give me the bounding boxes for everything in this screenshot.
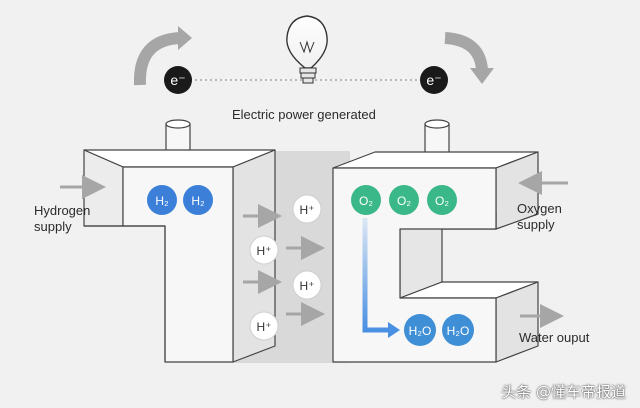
h2o-molecule-1: H₂O (404, 314, 436, 346)
h2-label-1: H₂ (155, 194, 169, 208)
h-ion-label-1: H⁺ (300, 203, 315, 217)
o2-molecule-3: O₂ (427, 185, 457, 215)
h2-label-2: H₂ (191, 194, 205, 208)
h2-molecule-2: H₂ (183, 185, 213, 215)
h-ion-4: H⁺ (249, 311, 279, 341)
h-ion-1: H⁺ (292, 194, 322, 224)
o2-label-1: O₂ (359, 194, 373, 208)
hydrogen-supply-label: Hydrogen supply (34, 203, 91, 234)
h-ion-2: H⁺ (249, 235, 279, 265)
water-output-label: Water ouput (519, 330, 590, 345)
electron-right-label: e⁻ (426, 72, 441, 88)
o2-label-2: O₂ (397, 194, 411, 208)
proton-flow-arrows (243, 204, 325, 326)
electron-left: e⁻ (164, 66, 192, 94)
electron-right: e⁻ (420, 66, 448, 94)
anode-block (83, 149, 276, 363)
h-ion-label-4: H⁺ (257, 320, 272, 334)
h-ion-label-3: H⁺ (300, 279, 315, 293)
h2-molecule-1: H₂ (147, 185, 177, 215)
oxygen-supply-label: Oxygen supply (517, 201, 562, 232)
light-bulb-icon (286, 15, 328, 84)
watermark: 头条 @懂车帝报道 (501, 383, 626, 401)
h2o-label-1: H₂O (409, 324, 432, 338)
h2o-label-2: H₂O (447, 324, 470, 338)
electric-power-label: Electric power generated (232, 107, 376, 122)
o2-molecule-2: O₂ (389, 185, 419, 215)
water-formation-flow (362, 218, 400, 338)
h-ion-label-2: H⁺ (257, 244, 272, 258)
o2-label-3: O₂ (435, 194, 449, 208)
h2o-molecule-2: H₂O (442, 314, 474, 346)
o2-molecule-1: O₂ (351, 185, 381, 215)
electron-left-label: e⁻ (170, 72, 185, 88)
h-ion-3: H⁺ (292, 270, 322, 300)
electron-flow-arrows (133, 26, 494, 86)
